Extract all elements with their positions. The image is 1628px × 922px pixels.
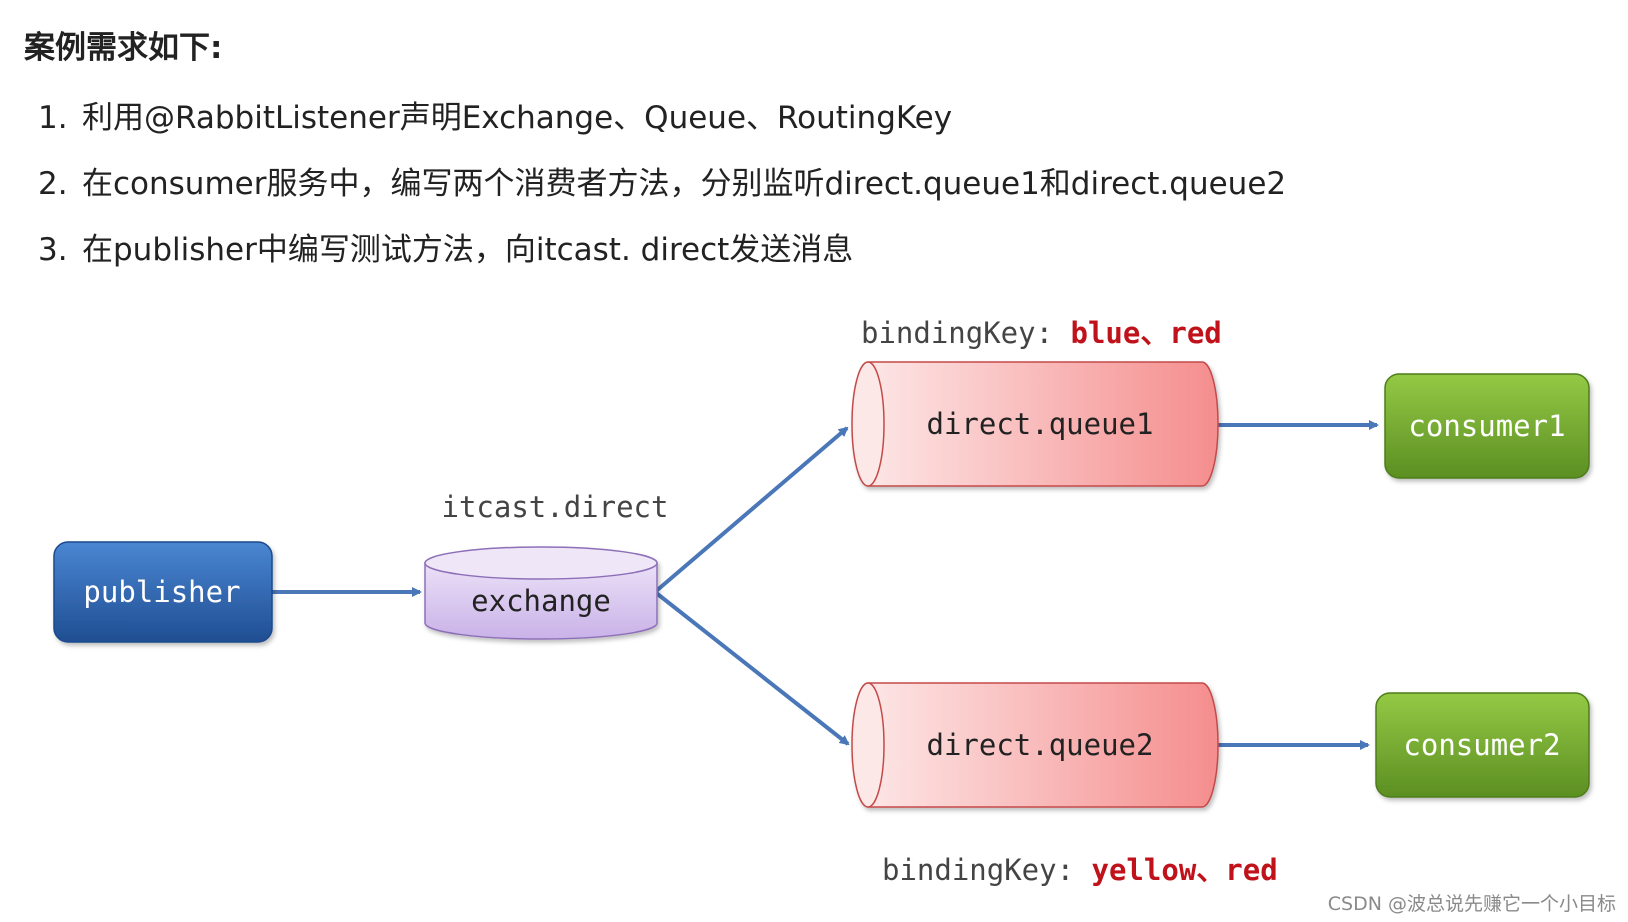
- consumer2-node: [1375, 692, 1590, 798]
- requirement-text: 利用@RabbitListener声明Exchange、Queue、Routin…: [82, 100, 953, 136]
- queue2-node: [851, 682, 1219, 808]
- page-heading: 案例需求如下:: [24, 30, 223, 66]
- requirement-item: 2. 在consumer服务中，编写两个消费者方法，分别监听direct.queu…: [38, 161, 1286, 227]
- binding-key-values: yellow、red: [1092, 853, 1278, 887]
- binding-key-label: bindingKey:: [861, 316, 1071, 350]
- arrow-exchange-to-queue1: [653, 426, 849, 594]
- requirement-item: 3. 在publisher中编写测试方法，向itcast. direct发送消息: [38, 227, 1286, 293]
- queue1-node: [851, 361, 1219, 487]
- queue2-binding-key: bindingKey: yellow、red: [882, 853, 1278, 887]
- queue1-binding-key: bindingKey: blue、red: [861, 316, 1222, 350]
- requirement-text: 在consumer服务中，编写两个消费者方法，分别监听direct.queue1…: [82, 166, 1287, 202]
- queue1-label: direct.queue1: [927, 407, 1154, 441]
- binding-key-values: blue、red: [1071, 316, 1222, 350]
- requirement-text: 在publisher中编写测试方法，向itcast. direct发送消息: [82, 232, 854, 268]
- publisher-label: publisher: [83, 575, 240, 609]
- publisher-node: [53, 541, 273, 643]
- exchange-name-label: itcast.direct: [442, 490, 669, 524]
- arrow-exchange-to-queue2: [653, 590, 850, 746]
- consumer1-label: consumer1: [1408, 409, 1565, 443]
- exchange-node: [424, 546, 658, 640]
- requirement-number: 3.: [38, 232, 68, 268]
- requirements-list: 1. 利用@RabbitListener声明Exchange、Queue、Rout…: [38, 95, 1286, 293]
- exchange-label: exchange: [471, 584, 611, 618]
- requirement-item: 1. 利用@RabbitListener声明Exchange、Queue、Rout…: [38, 95, 1286, 161]
- requirement-number: 2.: [38, 166, 68, 202]
- requirement-number: 1.: [38, 100, 68, 136]
- consumer2-label: consumer2: [1403, 728, 1560, 762]
- consumer1-node: [1384, 373, 1590, 479]
- binding-key-label: bindingKey:: [882, 853, 1092, 887]
- queue2-label: direct.queue2: [927, 728, 1154, 762]
- watermark: CSDN @波总说先赚它一个小目标: [1327, 893, 1616, 915]
